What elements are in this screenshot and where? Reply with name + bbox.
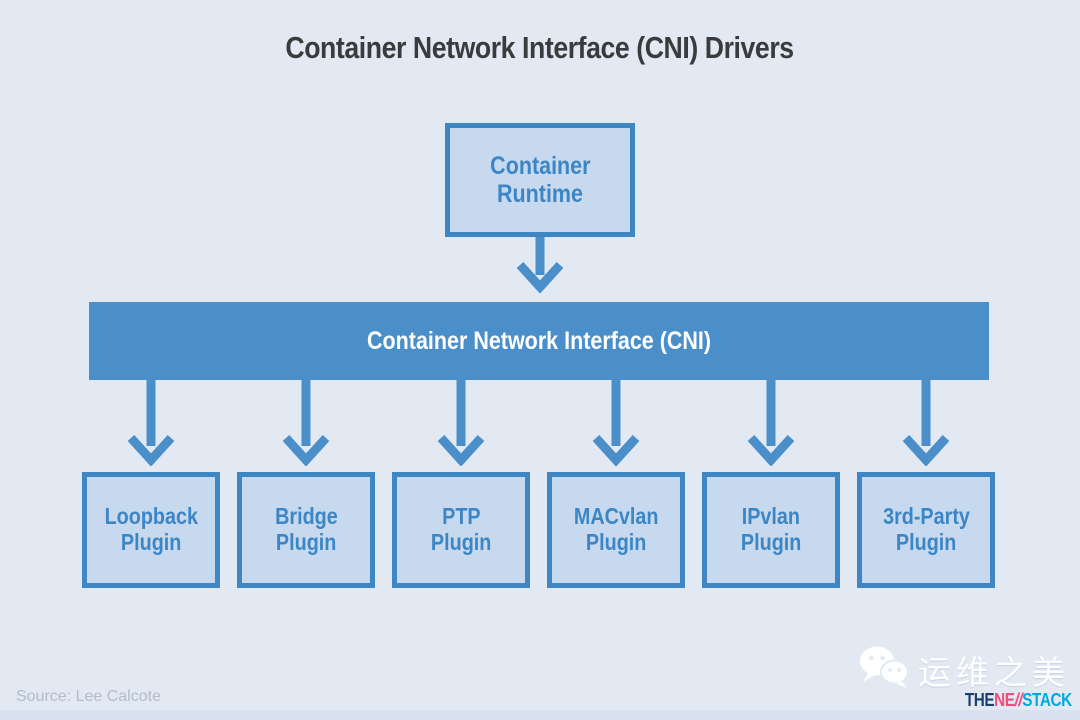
- wechat-brand: 运维之美: [858, 644, 1070, 695]
- wechat-brand-text: 运维之美: [918, 653, 1070, 691]
- logo-part-w-slashes: //: [1014, 690, 1023, 710]
- wechat-icon: [858, 644, 910, 695]
- container-runtime-box: Container Runtime: [445, 123, 635, 237]
- footer-strip: [0, 710, 1080, 720]
- page-title: Container Network Interface (CNI) Driver…: [0, 30, 1080, 66]
- arrow-down-icon: [747, 380, 795, 466]
- container-runtime-label: Container Runtime: [489, 152, 591, 208]
- arrow-down-icon: [127, 380, 175, 466]
- source-credit: Source: Lee Calcote: [16, 688, 161, 705]
- ipvlan-plugin-box: IPvlan Plugin: [702, 472, 840, 588]
- logo-part-stack: STACK: [1022, 690, 1073, 710]
- ptp-plugin-box: PTP Plugin: [392, 472, 530, 588]
- arrow-down-icon: [437, 380, 485, 466]
- arrow-down-icon: [516, 237, 564, 293]
- arrow-down-icon: [592, 380, 640, 466]
- cni-bar: Container Network Interface (CNI): [89, 302, 989, 380]
- thirdparty-plugin-box: 3rd-Party Plugin: [857, 472, 995, 588]
- cni-bar-label: Container Network Interface (CNI): [366, 326, 712, 355]
- arrow-down-icon: [282, 380, 330, 466]
- arrow-down-icon: [902, 380, 950, 466]
- loopback-plugin-box: Loopback Plugin: [82, 472, 220, 588]
- logo-part-ne: NE: [994, 690, 1015, 710]
- macvlan-plugin-box: MACvlan Plugin: [547, 472, 685, 588]
- page-title-text: Container Network Interface (CNI) Driver…: [285, 30, 795, 65]
- logo-part-the: THE: [965, 690, 995, 710]
- bridge-plugin-box: Bridge Plugin: [237, 472, 375, 588]
- thenewstack-logo: THENE//STACK: [946, 690, 1072, 711]
